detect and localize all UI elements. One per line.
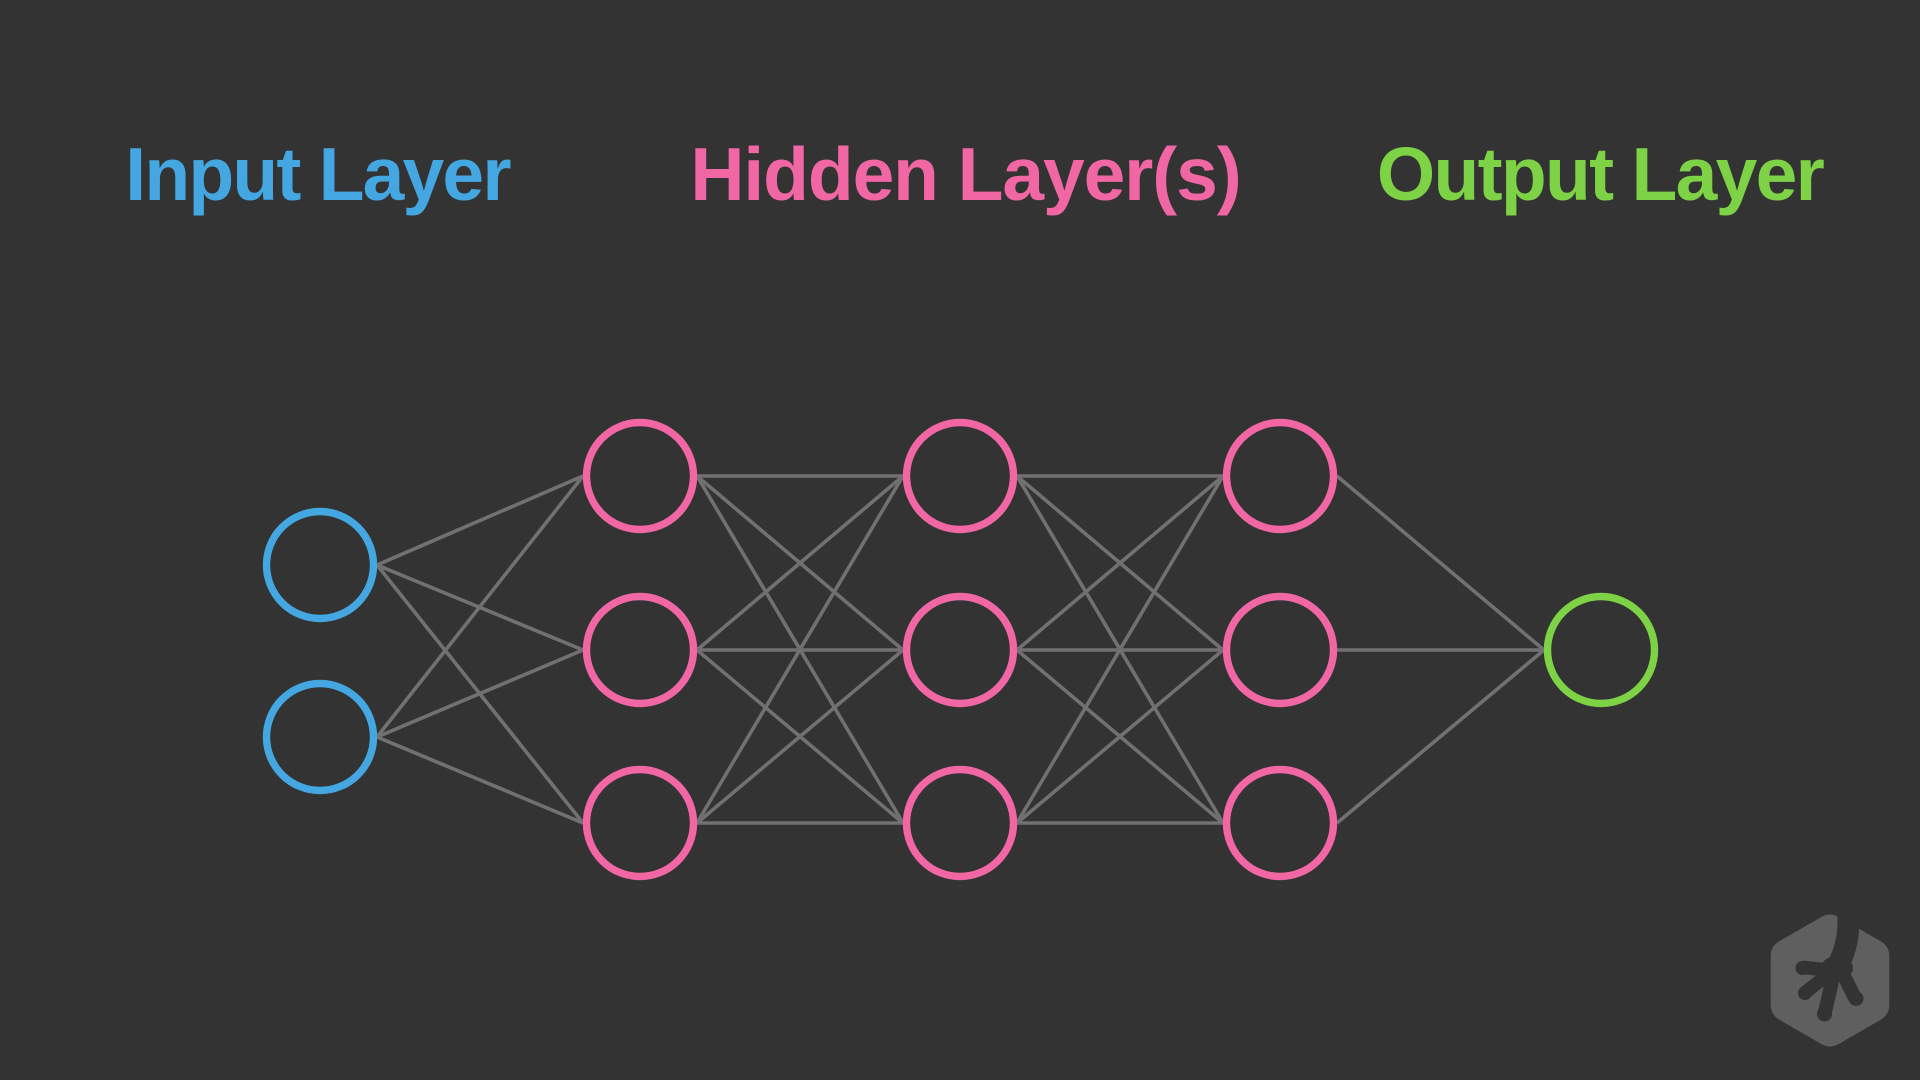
svg-text:Input Layer: Input Layer: [125, 132, 511, 216]
svg-text:Output Layer: Output Layer: [1377, 132, 1825, 216]
svg-text:Hidden Layer(s): Hidden Layer(s): [690, 132, 1240, 216]
